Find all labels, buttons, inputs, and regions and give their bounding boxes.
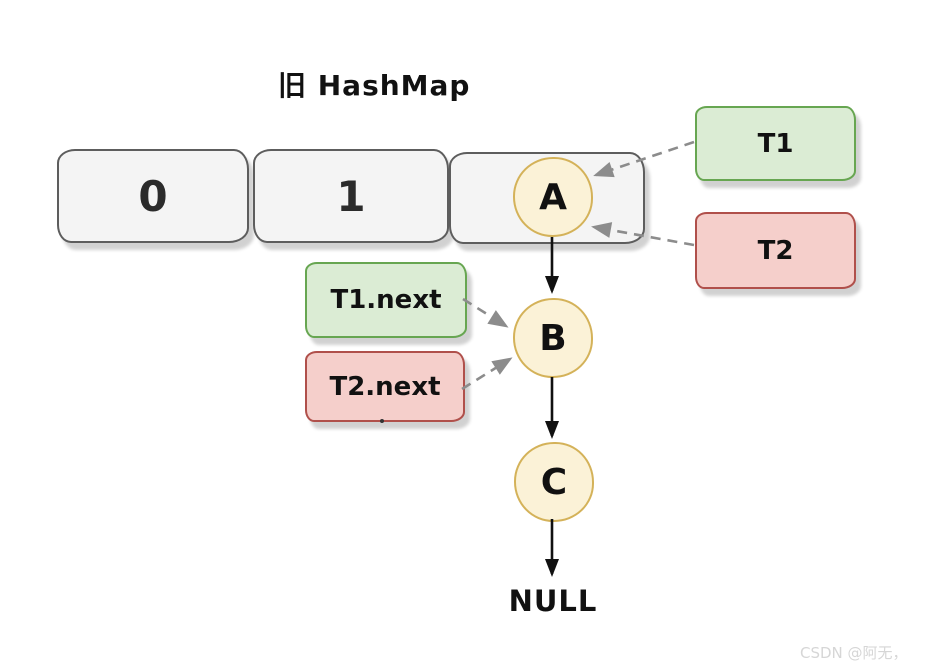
tag-t1-next-label: T1.next [330, 285, 442, 315]
tag-t1-next: T1.next [305, 262, 467, 338]
bucket-0-label: 0 [138, 171, 168, 221]
node-b-label: B [539, 317, 567, 359]
node-a: A [513, 157, 593, 237]
dashed-arrow-t1next-to-b [462, 297, 509, 328]
diagram-title: 旧 HashMap [278, 69, 471, 102]
bucket-0: 0 [57, 149, 249, 243]
node-c: C [514, 442, 594, 522]
bucket-1: 1 [253, 149, 449, 243]
node-c-label: C [540, 461, 568, 503]
null-terminal-label: NULL [508, 584, 598, 618]
tag-t1: T1 [695, 106, 856, 181]
tag-t2-next: T2.next [305, 351, 465, 422]
tag-t2-label: T2 [757, 235, 794, 266]
tag-t1-label: T1 [757, 128, 794, 159]
stray-dot [380, 419, 384, 423]
bucket-1-label: 1 [336, 171, 366, 221]
tag-t2: T2 [695, 212, 856, 289]
watermark: CSDN @阿无， [800, 644, 908, 662]
node-a-label: A [539, 176, 567, 218]
node-b: B [513, 298, 593, 378]
dashed-arrow-t2next-to-b [461, 357, 513, 391]
tag-t2-next-label: T2.next [329, 371, 441, 402]
